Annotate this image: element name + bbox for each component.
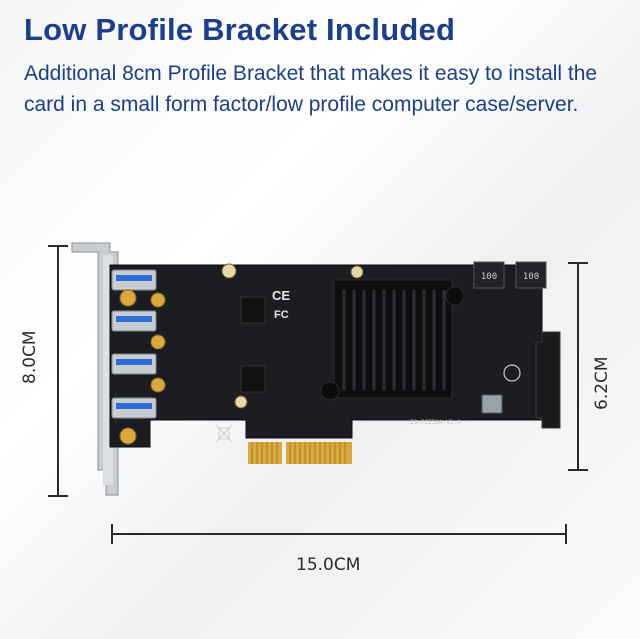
- low-profile-bracket: [71, 242, 119, 496]
- ce-mark: CE: [272, 288, 290, 303]
- bracket-height-label: 8.0CM: [20, 330, 40, 384]
- gold-screws: [119, 289, 166, 445]
- dimension-lines: [48, 245, 588, 544]
- no-dispose-mark: [503, 364, 521, 382]
- card-length-label: 15.0CM: [296, 555, 361, 575]
- fc-mark: FC: [274, 309, 289, 321]
- capacitors: [221, 263, 364, 409]
- inductor-2-label: 100: [523, 272, 539, 282]
- usb-ports: [111, 269, 157, 419]
- controller-chip-2: [240, 365, 266, 393]
- controller-chip-1: [240, 296, 266, 324]
- pcie-gold-fingers: [248, 442, 352, 464]
- page-title: Low Profile Bracket Included: [24, 12, 456, 47]
- product-description: Additional 8cm Profile Bracket that make…: [24, 62, 598, 116]
- weee-bin-icon: [215, 424, 233, 443]
- pcb-model-label: IS-PCE3U4-V1.0: [410, 419, 461, 426]
- pcb-board: [109, 264, 543, 448]
- inductor-1-label: 100: [481, 272, 497, 282]
- bottom-capacitor: [481, 394, 503, 414]
- inductors: 100 100: [473, 261, 547, 289]
- sata-power-connector: [535, 331, 561, 429]
- heatsink: [320, 279, 465, 401]
- card-height-label: 6.2CM: [592, 356, 612, 410]
